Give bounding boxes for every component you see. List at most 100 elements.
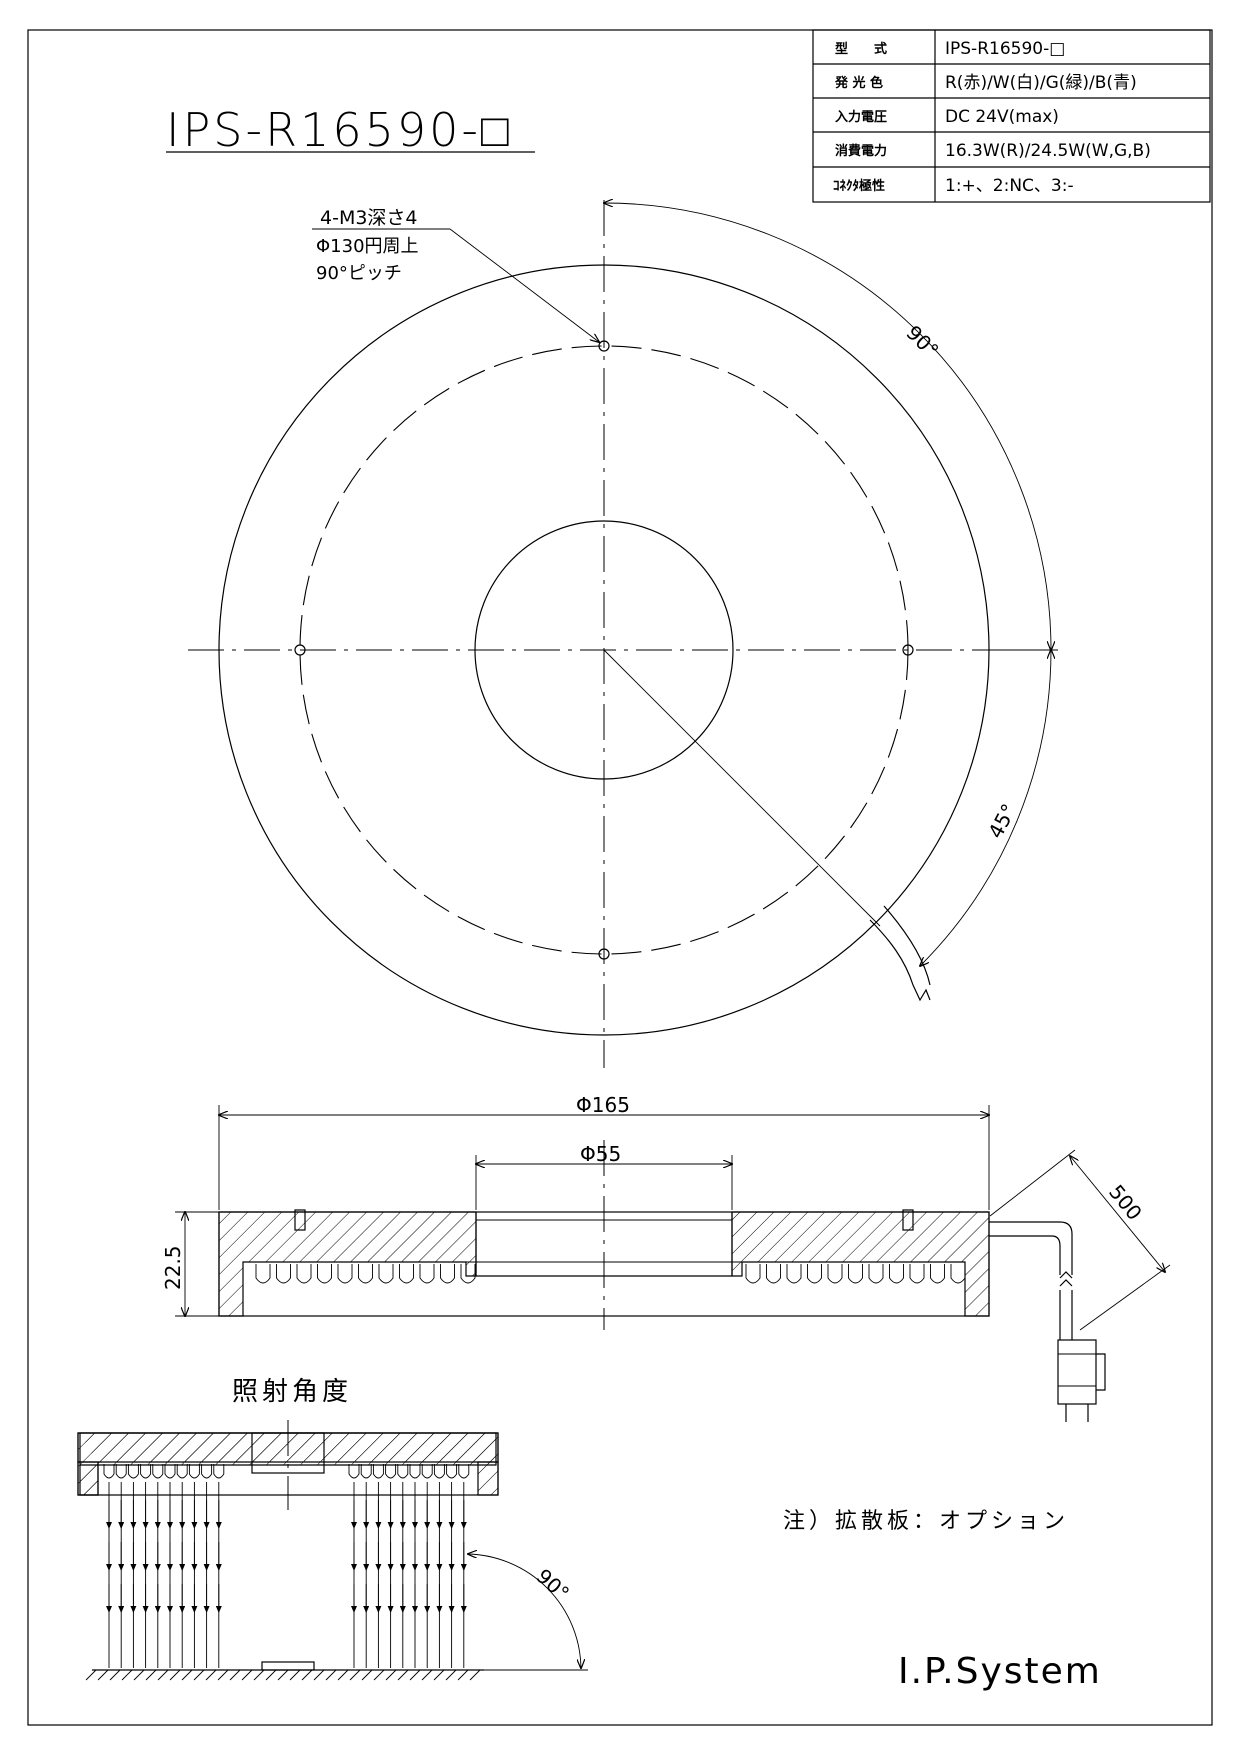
hatch-line [241, 1669, 253, 1681]
hatch-line [109, 1669, 121, 1681]
angle-label-90-top: 90° [901, 321, 943, 363]
hole-note-line2: Φ130円周上 [316, 236, 419, 257]
dim-label-cable: 500 [1104, 1180, 1147, 1225]
dim-label-inner: Φ55 [580, 1142, 621, 1166]
hole-note-line3: 90°ピッチ [316, 263, 402, 284]
hatch-line [349, 1669, 361, 1681]
spec-label-voltage: 入力電圧 [835, 109, 887, 125]
led [188, 1464, 200, 1479]
hatch-line [97, 1669, 109, 1681]
hatch-line [385, 1669, 397, 1681]
led [807, 1264, 822, 1284]
hatch-line [145, 1669, 157, 1681]
led [176, 1464, 188, 1479]
spec-label-power: 消費電力 [835, 143, 887, 159]
spec-value-voltage: DC 24V(max) [945, 107, 1059, 127]
led [164, 1464, 176, 1479]
hatch-line [445, 1669, 457, 1681]
hatch-line [85, 1669, 97, 1681]
led [152, 1464, 164, 1479]
hatch-line [409, 1669, 421, 1681]
brand-name: I.P.System [898, 1651, 1102, 1692]
dim-label-outer: Φ165 [576, 1093, 630, 1117]
hatch-line [361, 1669, 373, 1681]
led [358, 1264, 373, 1284]
led [950, 1264, 966, 1284]
spec-value-color: R(赤)/W(白)/G(緑)/B(青) [945, 73, 1137, 93]
connector [1057, 1339, 1097, 1405]
angle-arc-45 [920, 650, 1051, 966]
cable-axis-line [603, 649, 881, 927]
led [127, 1464, 139, 1479]
spec-value-connector: 1:+、2:NC、3:- [945, 176, 1074, 196]
led [296, 1264, 312, 1284]
spec-label-color: 発 光 色 [834, 75, 883, 91]
led [889, 1264, 904, 1284]
angle-label-45: 45° [983, 800, 1021, 843]
hatch-line [253, 1669, 265, 1681]
hatch-line [469, 1669, 481, 1681]
led [458, 1464, 470, 1479]
angle-arc-90-bottom [468, 1554, 581, 1668]
led [360, 1464, 372, 1479]
led [930, 1264, 945, 1284]
hatch-line [121, 1669, 133, 1681]
led-row-right [745, 1264, 966, 1284]
spec-value-model: IPS-R16590-□ [945, 39, 1065, 59]
led [766, 1264, 781, 1284]
hatch-line [157, 1669, 169, 1681]
hatch-line [325, 1669, 337, 1681]
hatch-line [397, 1669, 409, 1681]
led [115, 1464, 127, 1479]
led [909, 1264, 925, 1284]
hatch-line [205, 1669, 217, 1681]
hatch-line [181, 1669, 193, 1681]
hole-leader-arrow [449, 228, 599, 342]
hatch-line [301, 1669, 313, 1681]
led [317, 1264, 332, 1284]
led [372, 1464, 384, 1479]
hatch-line [229, 1669, 241, 1681]
hatch-line [265, 1669, 277, 1681]
led [868, 1264, 884, 1284]
led [378, 1264, 394, 1284]
spec-value-power: 16.3W(R)/24.5W(W,G,B) [945, 141, 1151, 161]
diffuser-note: 注）拡散板：オプション [783, 1509, 1069, 1534]
top-view: 4-M3深さ4 Φ130円周上 90°ピッチ 90° 45° [188, 200, 1058, 1068]
led [201, 1464, 213, 1479]
led [399, 1264, 414, 1284]
hatch-line [433, 1669, 445, 1681]
dim-line-cable [1070, 1156, 1165, 1272]
led [848, 1264, 863, 1284]
irradiation-view: 照射角度 90° [77, 1377, 588, 1681]
spec-label-connector: ｺﾈｸﾀ極性 [833, 178, 885, 194]
hatch-line [313, 1669, 325, 1681]
hatch-line [217, 1669, 229, 1681]
led [276, 1264, 291, 1284]
hatch-line [337, 1669, 349, 1681]
led [460, 1264, 476, 1284]
floor-hatch [85, 1669, 481, 1681]
led [348, 1464, 360, 1479]
hatch-line [169, 1669, 181, 1681]
led [419, 1264, 435, 1284]
cable-exit [869, 905, 931, 1002]
led [745, 1264, 761, 1284]
hatch-line [289, 1669, 301, 1681]
cable [989, 1221, 1073, 1275]
drawing-title: IPS-R16590-□ [166, 103, 512, 157]
hatch-line [373, 1669, 385, 1681]
spec-table: 型 式 IPS-R16590-□ 発 光 色 R(赤)/W(白)/G(緑)/B(… [812, 29, 1211, 203]
hole-note-line1: 4-M3深さ4 [320, 207, 418, 229]
led [385, 1464, 397, 1479]
sheet-border [27, 29, 1213, 1726]
led [433, 1464, 445, 1479]
hatch-line [133, 1669, 145, 1681]
dim-label-height: 22.5 [161, 1245, 185, 1290]
irradiation-title: 照射角度 [232, 1377, 352, 1407]
hatch-line [193, 1669, 205, 1681]
led [409, 1464, 421, 1479]
mount-hole-bottom [598, 948, 610, 960]
angle-arc-90 [604, 203, 1051, 650]
led [213, 1464, 225, 1479]
